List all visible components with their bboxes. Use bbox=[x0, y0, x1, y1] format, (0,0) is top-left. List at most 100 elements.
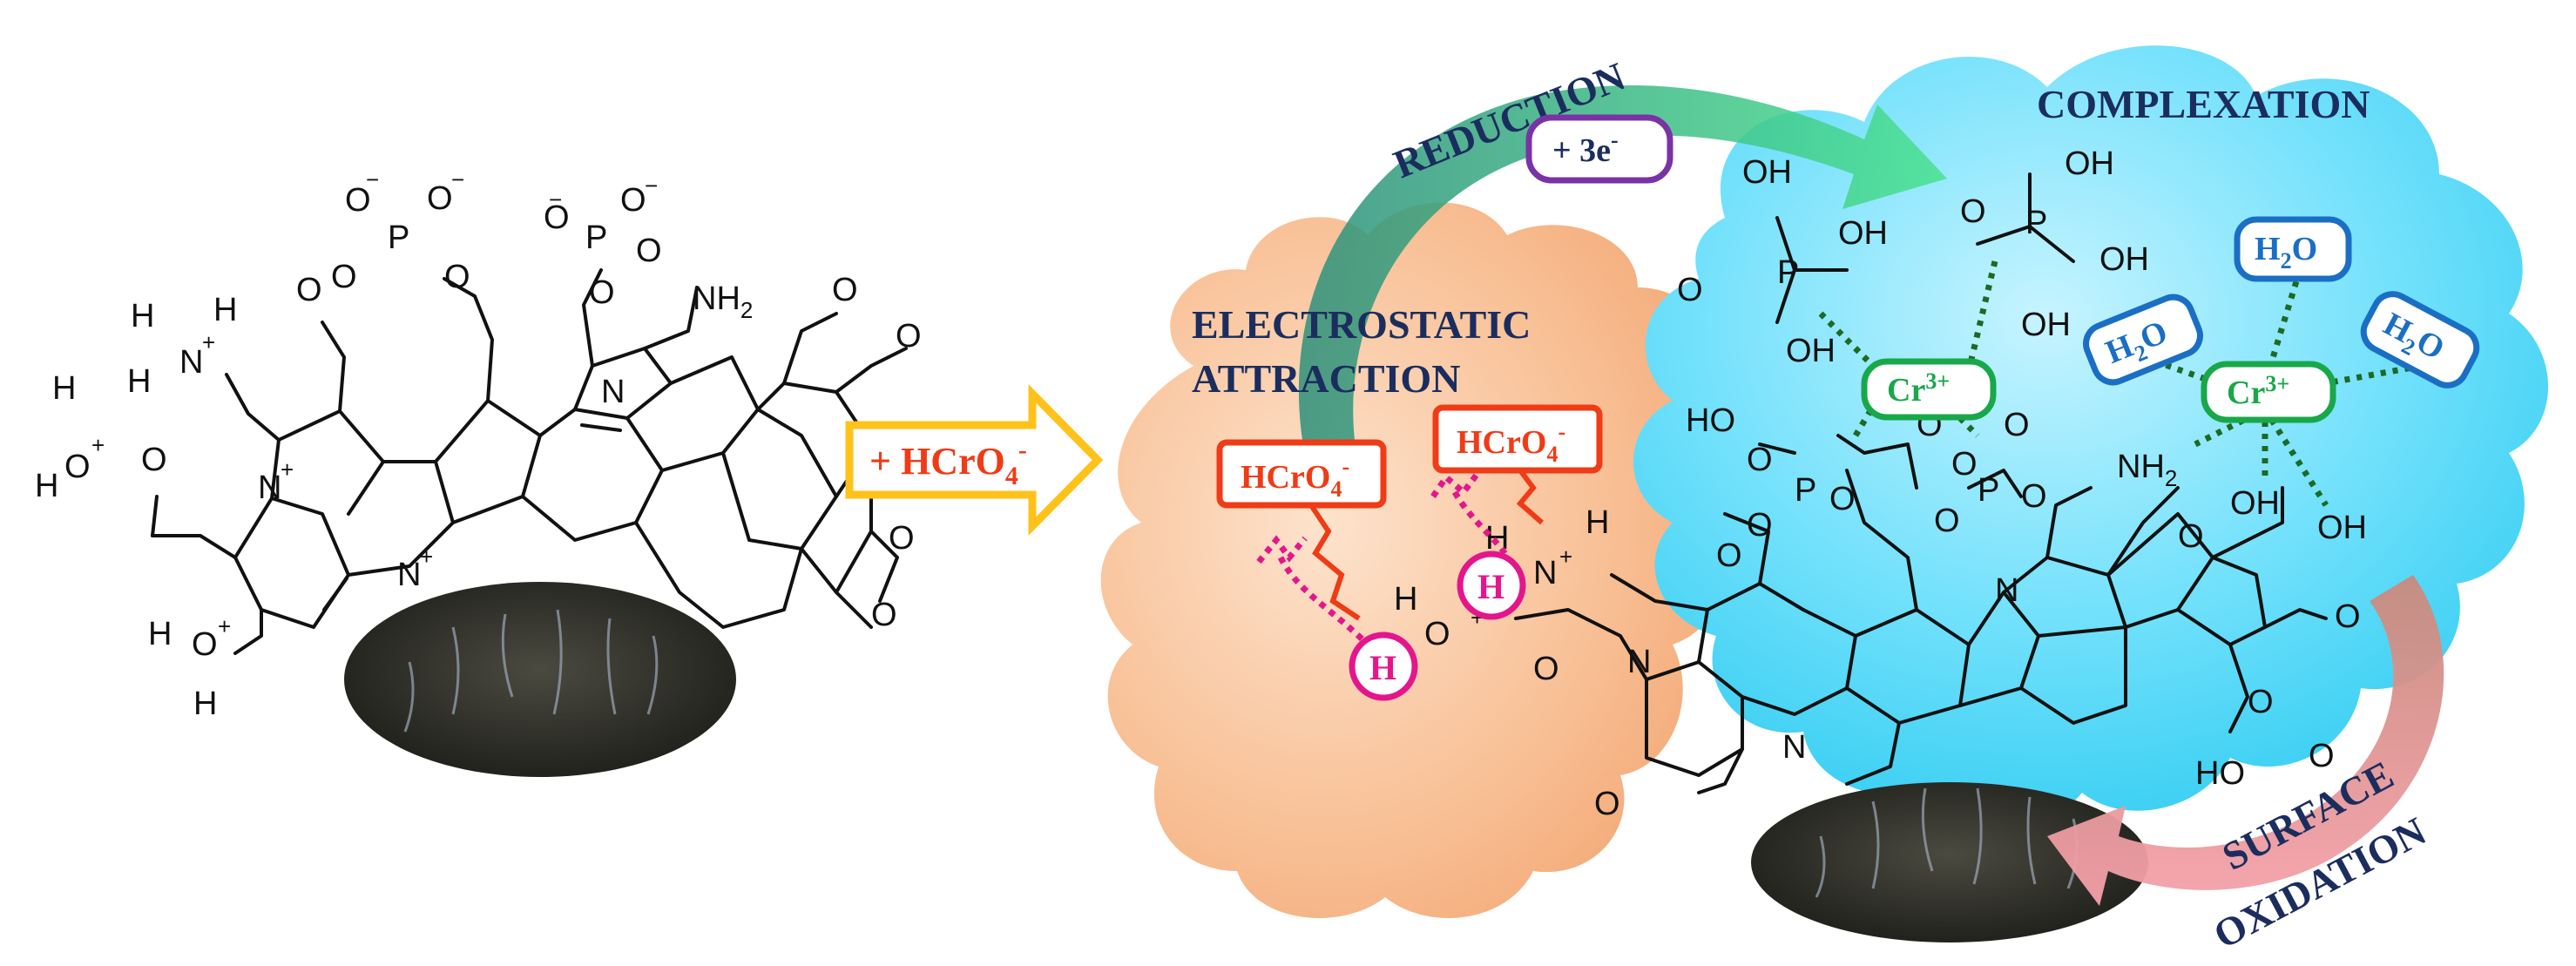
water-badge-frame bbox=[2083, 294, 2203, 386]
atom-o: O bbox=[1960, 193, 1986, 230]
atom-o: O bbox=[2178, 518, 2204, 555]
atom-o: O bbox=[1594, 786, 1620, 822]
biochar-texture-left bbox=[403, 609, 659, 733]
atom-o: O bbox=[1951, 446, 1978, 483]
atom-oh: OH bbox=[2021, 307, 2071, 343]
atom-o: O bbox=[2004, 407, 2030, 443]
chromium-badge-frame bbox=[2201, 361, 2336, 423]
atom-o: O bbox=[1747, 442, 1773, 478]
chromate-badge-1: HCrO4- bbox=[1216, 439, 1387, 509]
atom-o: O bbox=[2309, 738, 2335, 774]
atom-o: O bbox=[620, 182, 646, 219]
atom-o: O bbox=[141, 442, 167, 478]
chromate-badge-text: HCrO4- bbox=[1457, 419, 1565, 467]
proton-circle bbox=[1349, 632, 1418, 701]
atom-nh2: NH2 bbox=[693, 280, 753, 323]
atom-n: N bbox=[179, 344, 203, 381]
left-atom-labels: H H O + O H H H N + N + N + H O + H O O … bbox=[35, 166, 922, 722]
atom-o: O bbox=[296, 272, 322, 308]
atom-n: N bbox=[1533, 555, 1557, 591]
reaction-arrow: + HCrO4- bbox=[845, 384, 1104, 536]
atom-plus: + bbox=[281, 456, 294, 483]
atom-nh2: NH2 bbox=[2117, 449, 2177, 491]
atom-plus: + bbox=[91, 432, 105, 458]
atom-h: H bbox=[52, 370, 76, 407]
atom-o: O bbox=[331, 259, 357, 295]
electrostatic-region-cloud bbox=[1100, 202, 1741, 918]
chromate-badge-frame bbox=[1216, 439, 1387, 509]
proton-1: H bbox=[1349, 632, 1418, 701]
atom-plus: + bbox=[202, 329, 215, 355]
water-badge-3: H2O bbox=[2360, 291, 2480, 388]
chromate-tails bbox=[1308, 469, 1544, 621]
water-badge-2: H2O bbox=[2083, 294, 2203, 386]
atom-p: P bbox=[585, 220, 607, 256]
atom-plus: + bbox=[420, 544, 433, 570]
atom-h: H bbox=[213, 292, 237, 328]
atom-h: H bbox=[35, 468, 58, 504]
chromium-badge-2: Cr3+ bbox=[2201, 361, 2336, 423]
atom-o: O bbox=[589, 274, 615, 311]
chromate-badge-2: HCrO4- bbox=[1432, 404, 1603, 474]
atom-plus: + bbox=[1559, 544, 1572, 570]
proton-circle bbox=[1457, 551, 1526, 620]
atom-o: O bbox=[2021, 478, 2047, 515]
reaction-arrow-shape bbox=[845, 384, 1104, 536]
atom-p: P bbox=[1978, 472, 1999, 509]
electrostatic-label-line2: ATTRACTION bbox=[1192, 356, 1460, 401]
chromium-badge-1: Cr3+ bbox=[1861, 358, 1997, 421]
initial-biochar-structure: H H O + O H H H N + N + N + H O + H O O … bbox=[35, 166, 922, 777]
atom-o: O bbox=[1829, 481, 1856, 517]
biochar-particle-right bbox=[1751, 782, 2148, 942]
water-badge-frame bbox=[2360, 291, 2480, 388]
atom-o: O bbox=[1424, 616, 1450, 652]
electrostatic-interactions bbox=[1256, 472, 1511, 647]
atom-o: O bbox=[896, 318, 922, 355]
proton-label: H bbox=[1369, 648, 1396, 687]
atom-o: O bbox=[1716, 537, 1742, 574]
atom-h: H bbox=[1585, 504, 1609, 541]
atom-p: P bbox=[1795, 472, 1816, 509]
atom-oh: OH bbox=[2317, 510, 2367, 546]
atom-ho: HO bbox=[1686, 402, 1735, 439]
atom-oh: OH bbox=[1786, 333, 1836, 369]
biochar-particle-left bbox=[344, 582, 736, 777]
atom-minus: − bbox=[645, 172, 658, 199]
atom-n: N bbox=[258, 469, 281, 506]
atom-o: O bbox=[2248, 684, 2274, 720]
complexation-label: COMPLEXATION bbox=[2037, 82, 2370, 126]
atom-n: N bbox=[1995, 572, 2018, 609]
chromate-badge-text: HCrO4- bbox=[1241, 454, 1349, 502]
water-badge-frame bbox=[2234, 216, 2352, 282]
surface-oxidation-arrow bbox=[2047, 575, 2444, 906]
adsorbed-structure bbox=[1514, 172, 2328, 794]
atom-n: N bbox=[601, 374, 625, 410]
atom-h: H bbox=[131, 298, 154, 334]
reduction-arrow bbox=[1298, 85, 1947, 441]
atom-oh: OH bbox=[1742, 154, 1792, 191]
atom-h: H bbox=[1394, 581, 1417, 618]
atom-o: O bbox=[192, 626, 218, 663]
atom-minus: − bbox=[549, 186, 562, 213]
atom-o: O bbox=[1934, 503, 1960, 539]
atom-o: O bbox=[871, 597, 897, 633]
atom-n: N bbox=[397, 557, 421, 593]
chromium-badge-text: Cr3+ bbox=[1887, 368, 1950, 409]
atom-o: O bbox=[444, 259, 470, 295]
atom-o: O bbox=[427, 180, 453, 217]
atom-o: O bbox=[1533, 651, 1559, 687]
atom-oh: OH bbox=[1838, 215, 1888, 252]
atom-p: P bbox=[1777, 254, 1799, 291]
atom-o: O bbox=[345, 182, 371, 219]
water-badge-1: H2O bbox=[2234, 216, 2352, 282]
atom-minus: − bbox=[451, 166, 464, 193]
chromate-badge-frame bbox=[1432, 404, 1603, 474]
proton-label: H bbox=[1477, 567, 1504, 606]
left-carbon-skeleton bbox=[151, 268, 908, 655]
proton-2: H bbox=[1457, 551, 1526, 620]
atom-h: H bbox=[127, 363, 151, 400]
atom-o: O bbox=[1677, 272, 1703, 308]
chromium-badge-frame bbox=[1861, 358, 1997, 421]
chromium-badge-text: Cr3+ bbox=[2227, 371, 2289, 411]
atom-o: O bbox=[2335, 598, 2361, 635]
